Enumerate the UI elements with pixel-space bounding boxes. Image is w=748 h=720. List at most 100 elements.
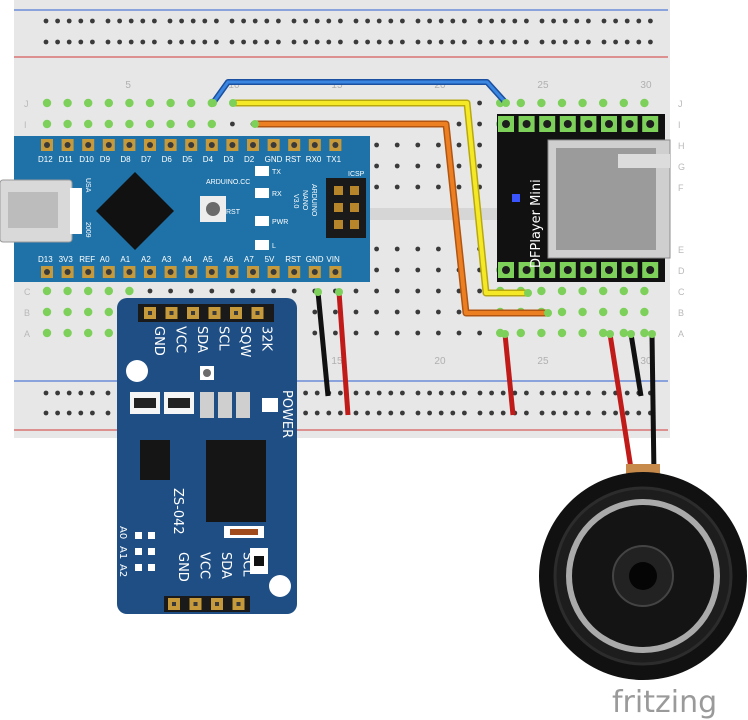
rail-hole: [427, 410, 432, 416]
addr-label-a0: A0: [117, 526, 128, 539]
breadboard-hole: [63, 307, 72, 317]
pin-label: RST: [285, 255, 301, 264]
pin-label: D12: [38, 155, 53, 164]
rail-hole: [524, 39, 529, 45]
rail-hole: [500, 390, 506, 396]
rail-hole: [353, 410, 359, 416]
rail-hole: [477, 39, 483, 45]
rail-hole: [152, 18, 157, 24]
rail-hole: [551, 410, 556, 416]
breadboard-hole: [477, 100, 482, 106]
rail-hole: [90, 390, 95, 396]
breadboard-hole: [166, 98, 175, 108]
breadboard-hole: [374, 309, 379, 315]
breadboard-hole: [436, 184, 441, 190]
breadboard-hole: [84, 119, 93, 129]
breadboard-hole: [537, 98, 546, 108]
rail-hole: [438, 410, 444, 416]
rail-hole: [105, 410, 111, 416]
pin-label: A4: [182, 255, 192, 264]
rtc-pin-label: SCL: [240, 552, 255, 577]
breadboard-hole: [374, 163, 379, 169]
rail-hole: [400, 39, 405, 45]
rtc-pin-label: GND: [151, 326, 166, 356]
breadboard-hole: [557, 328, 567, 338]
rail-hole: [427, 18, 432, 24]
brand-label: ARDUINO.CC: [206, 179, 250, 186]
rail-hole: [303, 39, 308, 45]
breadboard-hole: [104, 98, 114, 108]
row-letter-right: A: [678, 329, 684, 339]
rail-hole: [450, 18, 456, 24]
rail-hole: [66, 18, 72, 24]
breadboard-hole: [640, 98, 649, 108]
rail-hole: [365, 18, 370, 24]
pin-label: D9: [100, 155, 111, 164]
breadboard-hole: [353, 309, 359, 315]
breadboard-hole: [557, 286, 567, 296]
rail-hole: [477, 390, 483, 396]
breadboard-hole: [619, 307, 628, 317]
ds3231-chip: [206, 440, 266, 522]
rail-hole: [66, 410, 72, 416]
rail-hole: [512, 39, 518, 45]
rail-hole: [376, 39, 382, 45]
rail-hole: [415, 410, 421, 416]
rail-hole: [574, 390, 580, 396]
led-pwr-label: PWR: [272, 219, 288, 226]
breadboard-hole: [353, 288, 359, 294]
wire-red-vin: [336, 291, 351, 416]
breadboard-hole: [145, 98, 155, 108]
breadboard-hole: [374, 246, 379, 252]
breadboard-hole: [415, 163, 421, 169]
rail-hole: [229, 39, 235, 45]
breadboard-hole: [477, 142, 482, 148]
pin-label: A0: [100, 255, 110, 264]
rail-hole: [167, 39, 173, 45]
rail-hole: [105, 390, 111, 396]
row-letter-right: H: [678, 141, 685, 151]
rail-hole: [376, 410, 382, 416]
breadboard-hole: [125, 286, 134, 296]
rail-hole: [450, 39, 456, 45]
pin-label: 5V: [265, 255, 275, 264]
status-led: [512, 194, 520, 202]
breadboard-hole: [374, 184, 379, 190]
rail-hole: [450, 410, 456, 416]
rail-hole: [291, 18, 297, 24]
rail-hole: [551, 390, 556, 396]
breadboard-hole: [312, 330, 318, 336]
breadboard-hole: [436, 309, 441, 315]
breadboard-hole: [415, 309, 421, 315]
led-rx-label: RX: [272, 191, 282, 198]
breadboard-hole: [333, 309, 338, 315]
breadboard-hole: [166, 119, 175, 129]
breadboard-hole: [557, 307, 567, 317]
row-letter-right: D: [678, 266, 685, 276]
addr-label-a2: A2: [117, 564, 128, 577]
version-label: V3.0: [292, 194, 299, 209]
pin-label: D6: [162, 155, 173, 164]
rail-hole: [415, 390, 421, 396]
pin-label: A7: [244, 255, 254, 264]
rail-hole: [105, 39, 111, 45]
rail-hole: [512, 390, 518, 396]
breadboard-hole: [42, 286, 52, 296]
rail-hole: [524, 18, 529, 24]
rail-hole: [117, 39, 122, 45]
pin-label: 3V3: [59, 255, 74, 264]
rail-hole: [314, 39, 320, 45]
rtc-pin-label: VCC: [197, 552, 212, 579]
column-number-top: 30: [640, 80, 652, 91]
rail-hole: [117, 18, 122, 24]
icsp-header: [326, 178, 366, 238]
power-led: [262, 398, 278, 412]
rtc-pin-label: SCL: [216, 326, 231, 351]
eeprom-chip: [140, 440, 170, 480]
rail-hole: [338, 39, 343, 45]
rtc-pin-label: 32K: [259, 326, 274, 352]
row-letter-right: F: [678, 183, 684, 193]
rail-hole: [179, 18, 185, 24]
rail-hole: [353, 390, 359, 396]
